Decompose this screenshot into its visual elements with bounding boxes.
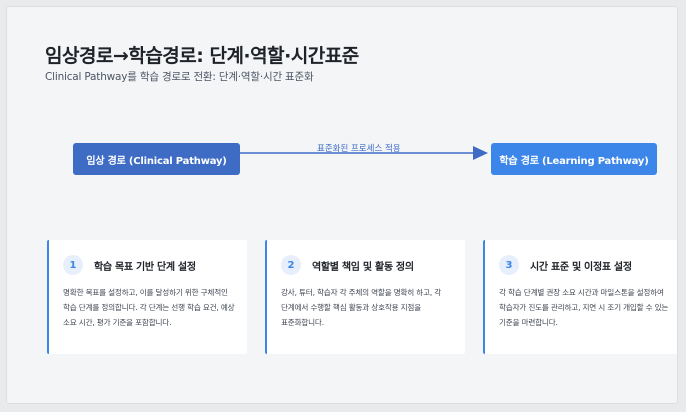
step-card-body: 강사, 튜터, 학습자 각 주체의 역할을 명확히 하고, 각 단계에서 수행할… bbox=[281, 288, 442, 327]
page-title: 임상경로→학습경로: 단계·역할·시간표준 bbox=[45, 45, 359, 67]
step-card-1: 1 학습 목표 기반 단계 설정 명확한 목표를 설정하고, 이를 달성하기 위… bbox=[47, 240, 247, 354]
learning-pathway-node: 학습 경로 (Learning Pathway) bbox=[491, 143, 657, 175]
clinical-pathway-node: 임상 경로 (Clinical Pathway) bbox=[73, 143, 240, 175]
step-number-badge: 1 bbox=[63, 255, 83, 275]
step-card-title: 역할별 책임 및 활동 정의 bbox=[312, 261, 414, 273]
flow-edge-label: 표준화된 프로세스 적용 bbox=[317, 144, 401, 154]
step-card-body: 각 학습 단계별 권장 소요 시간과 마일스톤을 설정하여 학습자가 진도를 관… bbox=[499, 288, 669, 327]
step-card-title: 학습 목표 기반 단계 설정 bbox=[94, 261, 196, 273]
step-card-3: 3 시간 표준 및 이정표 설정 각 학습 단계별 권장 소요 시간과 마일스톤… bbox=[483, 240, 677, 354]
step-card-title: 시간 표준 및 이정표 설정 bbox=[530, 261, 632, 273]
flow-connector bbox=[234, 146, 488, 160]
step-card-body: 명확한 목표를 설정하고, 이를 달성하기 위한 구체적인 학습 단계를 정의합… bbox=[63, 288, 235, 327]
step-card-2: 2 역할별 책임 및 활동 정의 강사, 튜터, 학습자 각 주체의 역할을 명… bbox=[265, 240, 465, 354]
page-subtitle: Clinical Pathway를 학습 경로로 전환: 단계·역할·시간 표준… bbox=[45, 71, 314, 83]
step-number-badge: 3 bbox=[499, 255, 519, 275]
step-number-badge: 2 bbox=[281, 255, 301, 275]
diagram-frame: 임상경로→학습경로: 단계·역할·시간표준 Clinical Pathway를 … bbox=[6, 6, 678, 404]
flow-arrow-head bbox=[473, 146, 488, 160]
